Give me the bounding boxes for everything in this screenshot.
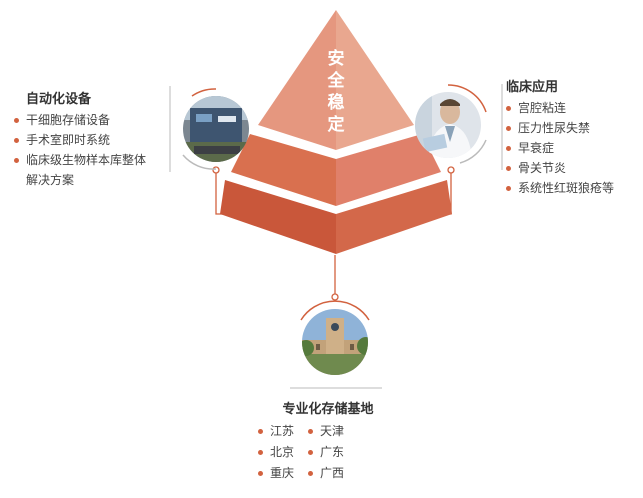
city-item: 广东: [308, 442, 356, 463]
clinical-list: 宫腔粘连 压力性尿失禁 早衰症 骨关节炎 系统性红斑狼疮等: [506, 98, 636, 198]
left-connector-dot: [212, 166, 220, 174]
campus-building-photo: [302, 309, 368, 375]
bottom-arc: [300, 300, 370, 321]
left-arc-gray: [182, 154, 217, 170]
pyramid-char-1: 安: [328, 48, 345, 69]
pyramid-middle-right: [336, 134, 441, 206]
city-item: 北京: [258, 442, 306, 463]
clinical-title: 临床应用: [506, 80, 559, 95]
pyramid-bottom-right: [336, 180, 452, 254]
doctor-photo: [415, 92, 481, 158]
list-item: 干细胞存储设备: [14, 110, 164, 130]
city-item: 重庆: [258, 463, 306, 484]
storage-title: 专业化存储基地: [282, 402, 374, 417]
city-list: 江苏 天津 北京 广东 重庆 广西: [258, 421, 398, 484]
list-item: 临床级生物样本库整体: [14, 150, 164, 170]
left-arc: [191, 88, 217, 97]
automation-list: 干细胞存储设备 手术室即时系统 临床级生物样本库整体 解决方案: [14, 110, 164, 190]
automation-section: 自动化设备 干细胞存储设备 手术室即时系统 临床级生物样本库整体 解决方案: [14, 88, 164, 190]
right-connector-dot: [447, 166, 455, 174]
pyramid-char-4: 定: [328, 114, 345, 135]
pyramid-top-right: [336, 10, 414, 150]
list-item: 压力性尿失禁: [506, 118, 636, 138]
right-arc-gray: [459, 139, 487, 164]
list-item: 早衰症: [506, 138, 636, 158]
clinical-section: 临床应用 宫腔粘连 压力性尿失禁 早衰症 骨关节炎 系统性红斑狼疮等: [506, 76, 636, 198]
automation-title: 自动化设备: [26, 92, 92, 107]
storage-section: 专业化存储基地 江苏 天津 北京 广东 重庆 广西: [258, 398, 398, 484]
pyramid-char-2: 全: [327, 70, 346, 91]
list-item: 手术室即时系统: [14, 130, 164, 150]
facility-building-photo: [183, 96, 249, 162]
list-item: 解决方案: [26, 173, 75, 187]
pyramid-top-left: [258, 10, 336, 150]
city-item: 江苏: [258, 421, 306, 442]
city-item: 天津: [308, 421, 356, 442]
list-item: 系统性红斑狼疮等: [506, 178, 636, 198]
pyramid-middle-left: [231, 134, 336, 206]
right-arc: [447, 84, 487, 113]
city-item: 广西: [308, 463, 356, 484]
bottom-connector-dot: [331, 293, 339, 301]
list-item: 宫腔粘连: [506, 98, 636, 118]
pyramid-char-3: 稳: [328, 92, 345, 113]
pyramid-bottom-left: [220, 180, 336, 254]
list-item: 骨关节炎: [506, 158, 636, 178]
